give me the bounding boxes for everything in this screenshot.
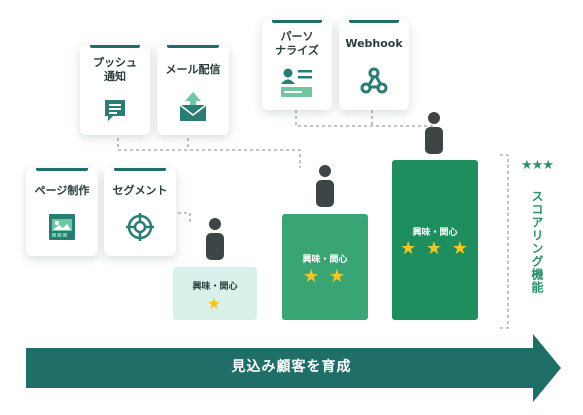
webhook-card[interactable]: Webhook [339, 20, 409, 110]
growth-arrow [26, 334, 561, 402]
stage-1-label: 興味・関心 [192, 282, 238, 292]
push-notification-card[interactable]: プッシュ 通知 [80, 45, 150, 135]
webpage-icon [47, 212, 77, 242]
page-creation-label: ページ制作 [34, 184, 90, 197]
email-delivery-label: メール配信 [165, 63, 221, 76]
envelope-upload-icon [178, 91, 208, 123]
page-creation-card[interactable]: ページ制作 [26, 168, 98, 256]
stage-2-box: 興味・関心 ★ ★ [282, 214, 368, 320]
stage-2-label: 興味・関心 [302, 255, 348, 265]
stage-3-box: 興味・関心 ★ ★ ★ [392, 160, 478, 320]
scoring-stars-icon: ★★★ [521, 158, 554, 173]
stage-1-box: 興味・関心 ★ [173, 267, 257, 320]
stage-2-stars: ★ ★ [303, 266, 347, 287]
segment-label: セグメント [112, 184, 168, 197]
personalize-card[interactable]: パーソ ナライズ [262, 20, 332, 110]
person-icon [424, 112, 444, 154]
email-delivery-card[interactable]: メール配信 [157, 45, 229, 135]
push-notification-label: プッシュ 通知 [93, 56, 137, 83]
stage-1-stars: ★ [206, 294, 224, 313]
target-icon [125, 212, 155, 242]
profile-card-icon [280, 66, 314, 98]
personalize-label: パーソ ナライズ [275, 30, 319, 57]
message-icon [102, 97, 128, 123]
stage-3-stars: ★ ★ ★ [400, 238, 470, 259]
webhook-label: Webhook [345, 37, 403, 50]
person-icon [205, 218, 225, 260]
segment-card[interactable]: セグメント [104, 168, 176, 256]
webhook-icon [358, 65, 390, 97]
stage-3-label: 興味・関心 [412, 228, 458, 238]
scoring-label: スコアリング機能 [530, 190, 544, 294]
person-icon [315, 165, 335, 207]
growth-arrow-label: 見込み顧客を育成 [231, 359, 352, 375]
